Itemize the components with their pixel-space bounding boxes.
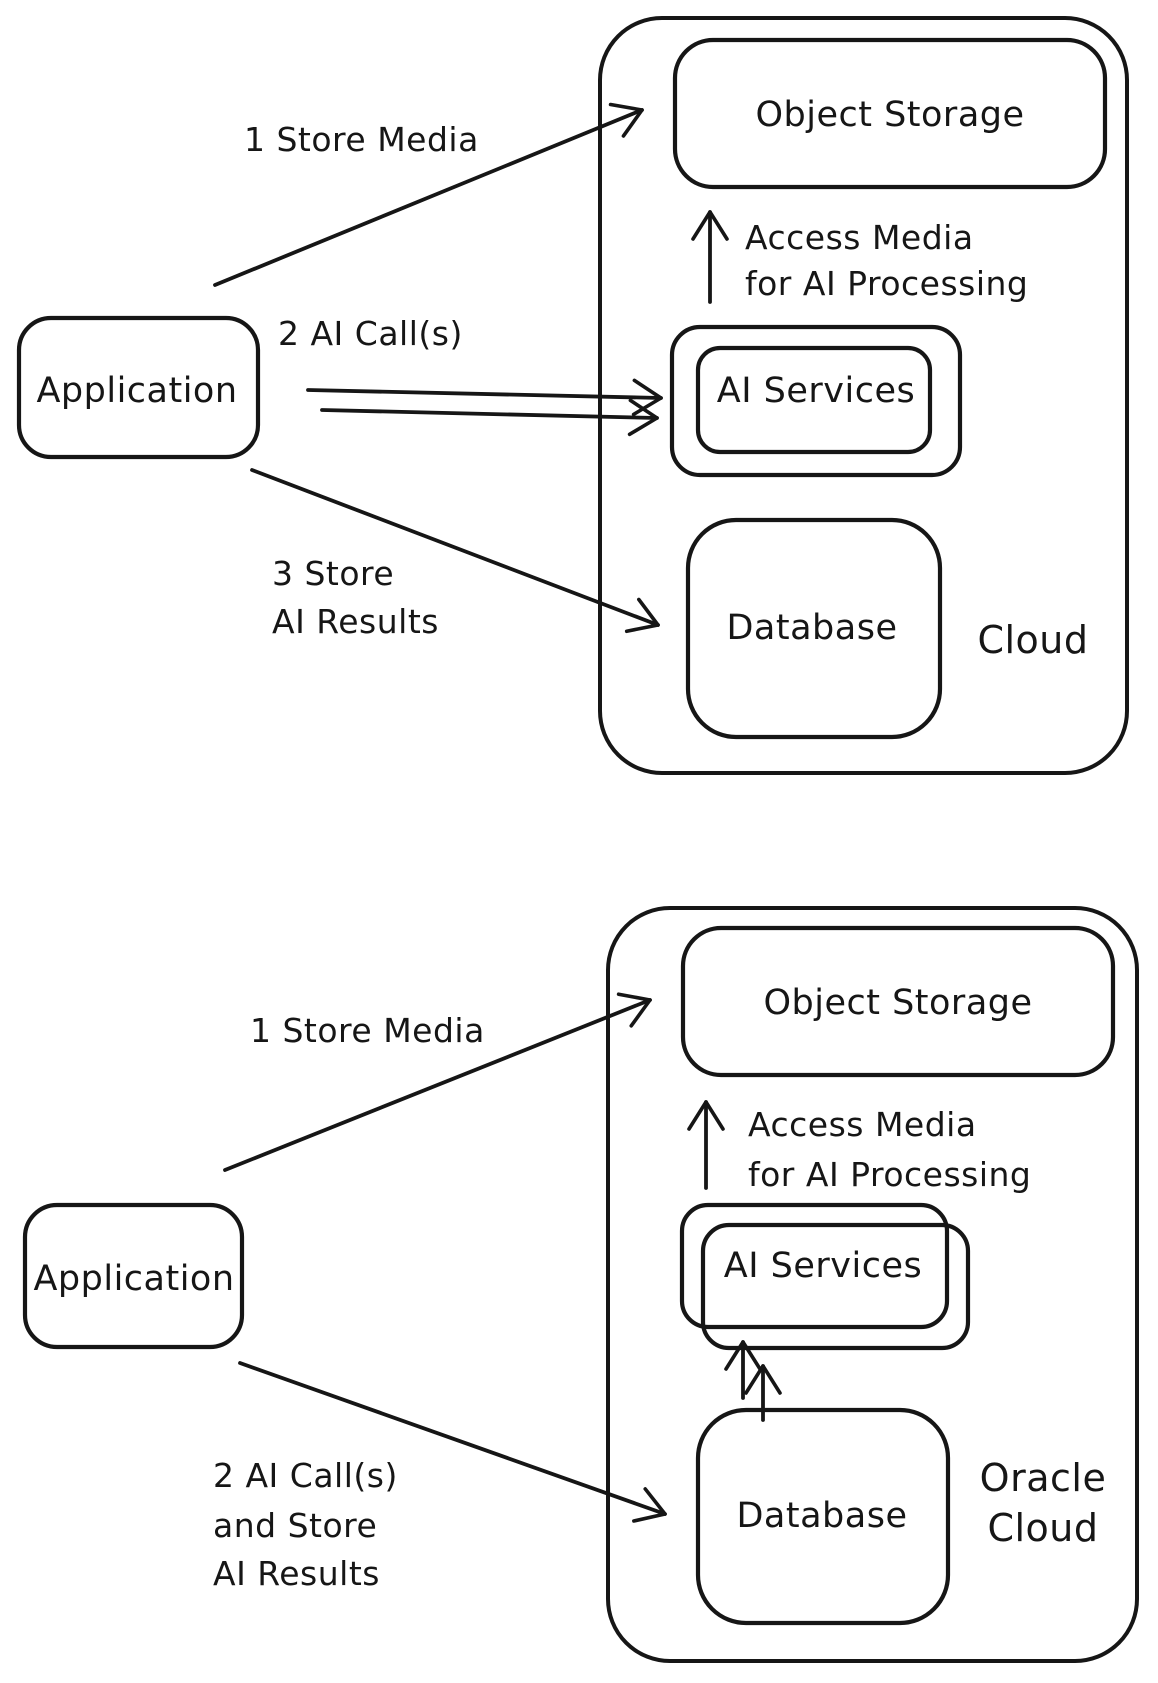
store-results-arrow-label-line1: 3 Store: [272, 554, 394, 593]
ai-calls-arrow-label: 2 AI Call(s): [278, 314, 463, 353]
object-storage-label: Object Storage: [755, 95, 1024, 135]
ai-services-node-outer: [669, 324, 963, 478]
application-node: [22, 1202, 245, 1350]
object-storage-node: [680, 925, 1116, 1078]
access-media-label-line2: for AI Processing: [745, 264, 1028, 303]
access-media-label-line1: Access Media: [745, 218, 974, 257]
access-media-label-line1: Access Media: [748, 1105, 977, 1144]
ai-calls-arrow-2: [320, 398, 659, 437]
ai-services-node: [700, 1222, 971, 1351]
application-label: Application: [33, 1259, 234, 1299]
ai-services-label: AI Services: [717, 371, 915, 411]
ai-calls-store-results-label-line3: AI Results: [213, 1554, 380, 1593]
oracle-cloud-label-line1: Oracle: [980, 1456, 1107, 1500]
ai-services-node-outer: [679, 1202, 950, 1330]
ai-calls-store-results-label-line2: and Store: [213, 1506, 377, 1545]
store-media-arrow-label: 1 Store Media: [244, 120, 479, 159]
database-label: Database: [736, 1496, 907, 1536]
ai-services-label: AI Services: [724, 1246, 922, 1286]
database-node: [695, 1407, 951, 1626]
database-label: Database: [726, 608, 897, 648]
diagram-generic-cloud: Cloud Application Object Storage AI Serv…: [16, 16, 1129, 775]
store-media-arrow: [213, 102, 644, 287]
ai-services-node: [695, 345, 933, 455]
database-node: [685, 517, 943, 740]
store-media-arrow: [223, 992, 652, 1172]
ai-calls-store-results-arrow: [238, 1361, 667, 1523]
object-storage-node: [672, 37, 1108, 190]
store-results-arrow-label-line2: AI Results: [272, 602, 439, 641]
application-node: [16, 315, 261, 460]
store-media-arrow-label: 1 Store Media: [250, 1011, 485, 1050]
diagram-oracle-cloud: Oracle Cloud Application Object Storage …: [22, 906, 1139, 1663]
ai-calls-arrow-1: [306, 378, 663, 417]
oracle-cloud-label-line2: Cloud: [987, 1506, 1098, 1550]
cloud-label: Cloud: [977, 618, 1088, 662]
store-results-arrow: [250, 468, 660, 634]
oracle-cloud-container: [606, 906, 1139, 1663]
object-storage-label: Object Storage: [763, 983, 1032, 1023]
application-label: Application: [36, 371, 237, 411]
ai-calls-store-results-label-line1: 2 AI Call(s): [213, 1456, 398, 1495]
access-media-label-line2: for AI Processing: [748, 1155, 1031, 1194]
